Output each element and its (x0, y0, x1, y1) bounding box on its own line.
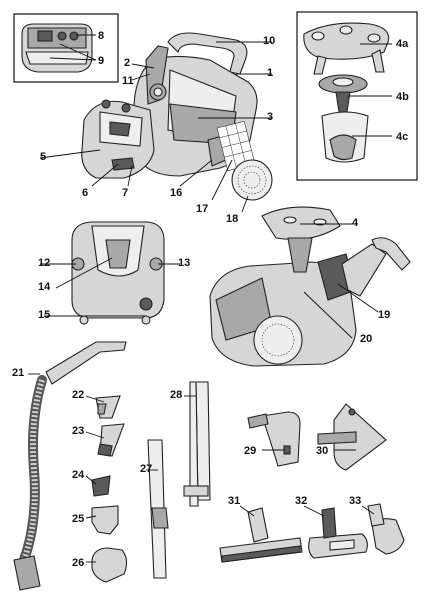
assembled-vacuum (209, 206, 411, 367)
label-19: 19 (378, 309, 390, 321)
label-17: 17 (196, 203, 208, 215)
label-11: 11 (122, 75, 134, 87)
label-4: 4 (352, 217, 359, 229)
label-8: 8 (98, 30, 104, 42)
small-tools (85, 395, 128, 583)
label-12: 12 (38, 257, 50, 269)
inset-filter-assembly (296, 11, 418, 181)
label-22: 22 (72, 389, 84, 401)
label-20: 20 (360, 333, 372, 345)
label-5: 5 (40, 151, 46, 163)
label-29: 29 (244, 445, 256, 457)
label-4c: 4c (396, 131, 408, 143)
label-4a: 4a (396, 38, 409, 50)
label-28: 28 (170, 389, 182, 401)
label-24: 24 (72, 469, 85, 481)
label-9: 9 (98, 55, 104, 67)
label-27: 27 (140, 463, 152, 475)
hose (13, 341, 127, 591)
label-10: 10 (263, 35, 275, 47)
label-16: 16 (170, 187, 182, 199)
tubes (146, 381, 211, 579)
label-15: 15 (38, 309, 50, 321)
label-25: 25 (72, 513, 84, 525)
label-33: 33 (349, 495, 361, 507)
rear-view-unit (40, 221, 180, 325)
main-vacuum-exploded (39, 32, 273, 213)
part-labels: 8 9 10 2 1 11 3 5 6 7 16 17 18 4a 4b 4c … (12, 30, 409, 569)
label-23: 23 (72, 425, 84, 437)
label-13: 13 (178, 257, 190, 269)
label-21: 21 (12, 367, 24, 379)
label-2: 2 (124, 57, 130, 69)
label-3: 3 (267, 111, 273, 123)
label-26: 26 (72, 557, 84, 569)
label-4b: 4b (396, 91, 409, 103)
label-30: 30 (316, 445, 328, 457)
label-14: 14 (38, 281, 51, 293)
label-31: 31 (228, 495, 240, 507)
label-1: 1 (267, 67, 273, 79)
label-6: 6 (82, 187, 88, 199)
accessories (219, 403, 405, 563)
label-32: 32 (295, 495, 307, 507)
label-18: 18 (226, 213, 238, 225)
inset-control-panel (13, 13, 119, 83)
label-7: 7 (122, 187, 128, 199)
